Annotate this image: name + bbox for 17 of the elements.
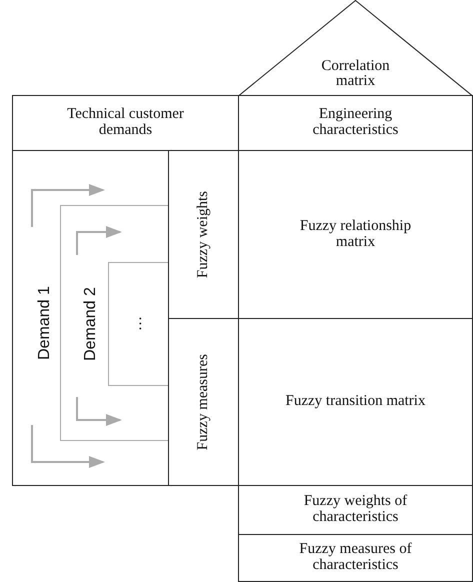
column-label: Fuzzy weights [196,190,212,278]
characteristics-cell [238,534,473,582]
header-cell [12,95,239,151]
ellipsis-label: … [130,316,146,330]
row-label: Fuzzy measures of characteristics [298,542,413,574]
demand-label: Demand 2 [82,286,100,360]
row-label: Fuzzy weights of characteristics [302,494,408,526]
demands-panel [12,150,169,486]
characteristics-cell [238,485,473,535]
column-label: Fuzzy measures [196,354,212,450]
matrix-title: Correlation matrix [320,58,391,90]
header-label: Technical customer demands [66,107,185,139]
matrix-label: Fuzzy relationship matrix [298,218,412,250]
matrix-label: Fuzzy transition matrix [286,394,426,410]
demand-label: Demand 1 [37,286,54,360]
header-label: Engineering characteristics [312,107,400,139]
roof-triangle [238,0,473,96]
